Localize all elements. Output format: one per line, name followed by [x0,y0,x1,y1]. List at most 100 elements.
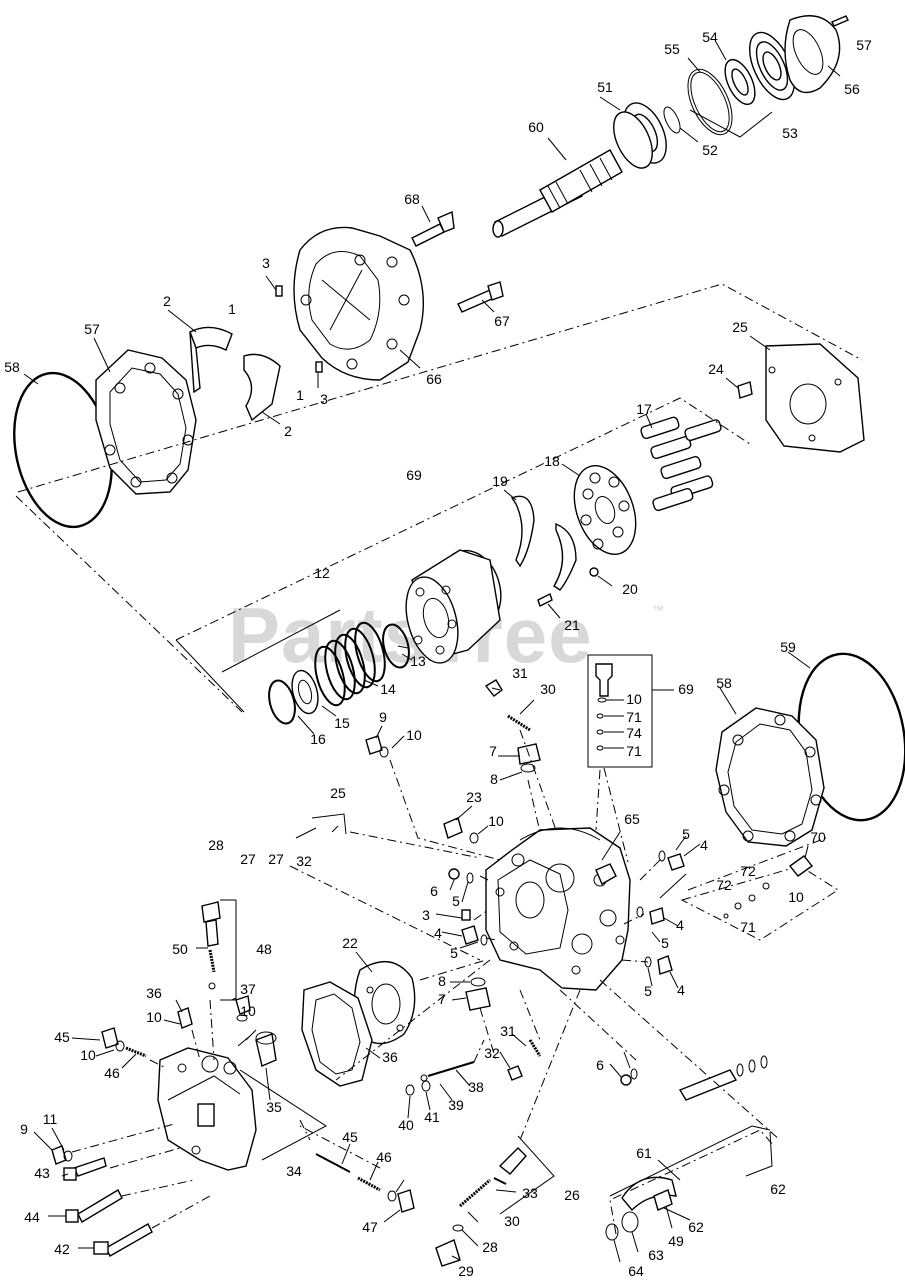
callout: 65 [624,811,640,827]
bracket-68 [15,283,863,713]
callout: 45 [54,1029,70,1045]
callout: 71 [626,709,642,725]
callout: 8 [438,973,446,989]
callout: 10 [406,727,422,743]
callout: 20 [622,581,638,597]
callout: 5 [644,983,652,999]
callout: 4 [434,925,442,941]
callout: 1 [228,301,236,317]
callout: 4 [677,982,685,998]
callout: 5 [450,945,458,961]
callout: 43 [34,1165,50,1181]
left-gasket-and-oring-drawing [13,349,197,529]
kit-69-box [587,654,674,768]
callout: 45 [342,1129,358,1145]
callout: 72 [716,877,732,893]
callout: 36 [146,985,162,1001]
callout: 27 [268,851,284,867]
callout: 62 [688,1219,704,1235]
right-gasket-and-oring-drawing [715,652,905,847]
callout: 31 [500,1023,516,1039]
callout: 48 [256,941,272,957]
lower-valve-kits-drawing [435,1055,768,1267]
callout: 3 [262,255,270,271]
callout: 23 [466,789,482,805]
callout: 5 [682,826,690,842]
callout: 16 [310,731,326,747]
callout: 10 [488,813,504,829]
callout: 2 [163,293,171,309]
pump-housing-drawing [189,210,504,422]
callout: 40 [398,1117,414,1133]
callout: 46 [376,1149,392,1165]
callout: 13 [410,653,426,669]
callout: 31 [512,665,528,681]
cylinder-barrel-drawing [268,549,502,725]
callout: 12 [314,565,330,581]
callout: 8 [490,771,498,787]
callout: 15 [334,715,350,731]
callout: 1 [296,387,304,403]
callout: 25 [330,785,346,801]
callout: 10 [80,1047,96,1063]
callout: 3 [320,391,328,407]
callout: 21 [564,617,580,633]
callout: 53 [782,125,798,141]
callout: 35 [266,1099,282,1115]
callout: 74 [626,725,642,741]
callout: 37 [240,981,256,997]
callout: 34 [286,1163,302,1179]
charge-valve-block-drawing [51,899,415,1257]
callout: 5 [452,893,460,909]
watermark-trademark: ™ [652,603,664,617]
callout: 46 [104,1065,120,1081]
callout: 19 [492,473,508,489]
callout: 10 [146,1009,162,1025]
callout: 27 [240,851,256,867]
callout: 57 [84,321,100,337]
callout: 47 [362,1219,378,1235]
callout: 51 [597,79,613,95]
callout: 63 [648,1247,664,1263]
callout: 11 [43,1111,58,1127]
callout: 30 [540,681,556,697]
callout: 56 [844,81,860,97]
callout: 41 [424,1109,440,1125]
callout: 26 [564,1187,580,1203]
callout: 7 [438,991,446,1007]
callout: 25 [732,319,748,335]
callout: 10 [626,691,642,707]
callout: 10 [240,1003,256,1019]
callout: 22 [342,935,358,951]
shaft-assembly-drawing [492,15,849,238]
callout: 2 [284,423,292,439]
callout: 62 [770,1181,786,1197]
center-small-parts-drawing [365,679,685,1096]
callout: 69 [678,681,694,697]
plates-21-35-drawing [301,961,416,1087]
callout: 17 [636,401,652,417]
callout: 3 [422,907,430,923]
callout: 44 [24,1209,40,1225]
callout: 36 [382,1049,398,1065]
callout: 38 [468,1079,484,1095]
callout: 58 [4,359,20,375]
callout: 9 [379,709,387,725]
callout: 6 [430,883,438,899]
callout: 7 [489,743,497,759]
callout: 67 [494,313,510,329]
callout: 57 [856,37,872,53]
callout: 69 [406,467,422,483]
callout: 39 [448,1097,464,1113]
callout: 42 [54,1241,70,1257]
callout: 9 [20,1121,28,1137]
callout: 5 [661,935,669,951]
callout: 55 [664,41,680,57]
callout-labels: 1 1 2 2 3 3 3 4 4 4 4 5 5 5 5 5 6 6 7 7 … [4,29,872,1279]
callout: 32 [484,1045,500,1061]
callout: 66 [426,371,442,387]
callout: 18 [544,453,560,469]
callout: 29 [458,1263,474,1279]
callout: 61 [636,1145,652,1161]
callout: 30 [504,1213,520,1229]
